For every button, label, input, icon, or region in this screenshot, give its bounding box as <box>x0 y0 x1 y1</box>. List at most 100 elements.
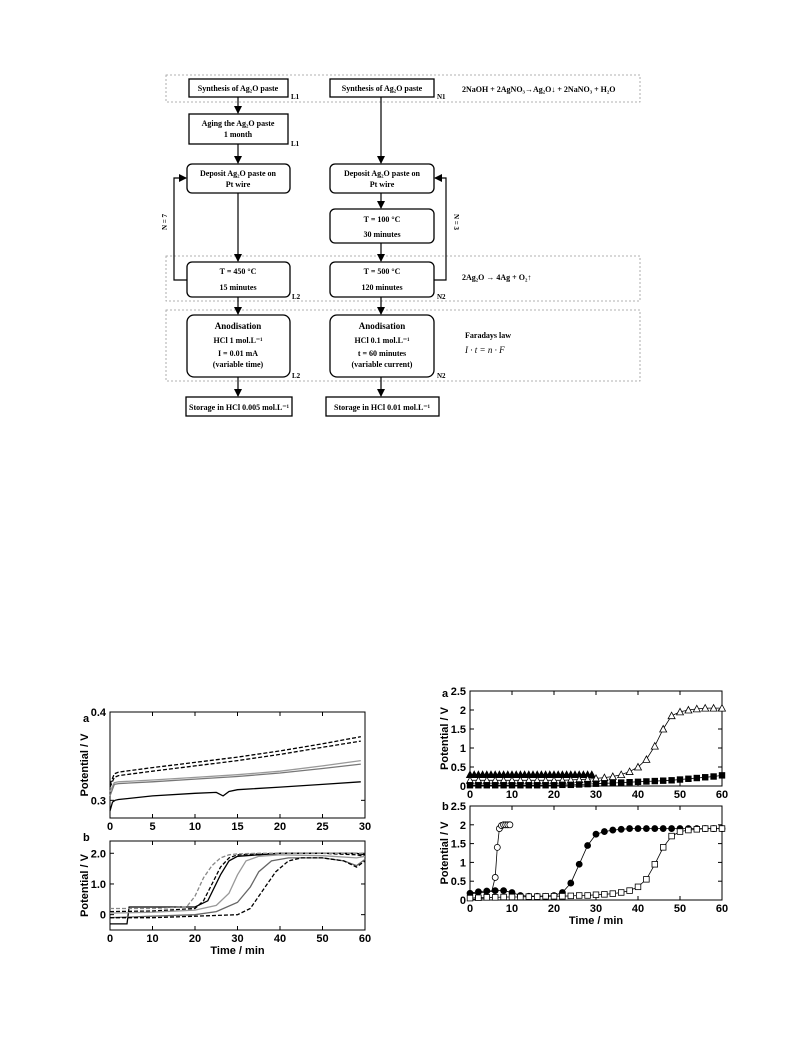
aging-box <box>188 113 289 145</box>
data-point <box>643 825 650 832</box>
series-line <box>109 740 361 788</box>
data-point <box>634 883 642 891</box>
data-point <box>718 772 726 779</box>
data-point <box>676 828 684 835</box>
data-point <box>491 887 499 894</box>
y-tick-label: 0 <box>460 781 466 793</box>
faraday-equation: I · t = n · F <box>464 345 505 355</box>
y-tick-label: 1 <box>460 857 466 869</box>
deposit-left-label-2: Pt wire <box>226 180 251 189</box>
faraday-title: Faradays law <box>465 331 511 340</box>
data-point <box>542 782 549 789</box>
x-tick-label: 0 <box>107 933 113 945</box>
data-point <box>500 782 507 789</box>
x-axis-label: Time / min <box>569 915 623 925</box>
data-point <box>550 782 558 789</box>
data-point <box>626 779 633 786</box>
right-synthesis-box <box>329 78 435 98</box>
y-tick-label: 0 <box>460 895 466 907</box>
data-point <box>702 774 709 781</box>
loop-arrow-right <box>434 174 447 281</box>
data-point <box>618 889 625 896</box>
panel-label-a: a <box>442 688 449 700</box>
data-point <box>608 772 617 780</box>
data-point <box>483 782 490 789</box>
x-tick-label: 30 <box>231 933 243 945</box>
data-point <box>675 707 685 716</box>
x-tick-label: 40 <box>632 789 644 801</box>
series-line <box>469 828 722 899</box>
data-point <box>575 860 583 868</box>
tag-left-synthesis: L1 <box>291 93 300 101</box>
x-tick-label: 5 <box>149 821 155 833</box>
x-tick-label: 0 <box>467 789 473 801</box>
data-point <box>626 825 633 832</box>
y-axis-label: Potential / V <box>439 706 451 770</box>
x-tick-label: 0 <box>107 821 113 833</box>
data-point <box>584 892 591 899</box>
data-point <box>475 782 482 789</box>
data-point <box>567 781 574 789</box>
data-point <box>659 724 668 733</box>
series-line <box>474 824 510 897</box>
x-tick-label: 50 <box>316 933 328 945</box>
data-point <box>491 782 499 789</box>
tag-right-synthesis: N1 <box>437 93 446 101</box>
tag-aging: L1 <box>291 140 300 148</box>
data-point <box>676 776 684 783</box>
loop-count-left: N = 7 <box>161 213 169 230</box>
data-point <box>500 893 507 901</box>
data-point <box>508 893 516 901</box>
data-point <box>525 782 532 789</box>
series-line <box>110 857 366 919</box>
x-tick-label: 60 <box>716 903 728 915</box>
y-tick-label: 1.0 <box>91 879 106 891</box>
data-point <box>576 781 583 788</box>
data-point <box>684 705 693 714</box>
data-point <box>534 893 541 900</box>
x-tick-label: 10 <box>506 903 518 915</box>
x-axis-label: Time / min <box>210 945 264 957</box>
data-point <box>609 826 617 834</box>
x-tick-label: 10 <box>506 789 518 801</box>
data-point <box>617 825 625 833</box>
pretreatment-label-1: T = 100 °C <box>364 215 401 224</box>
series-line <box>109 781 361 812</box>
x-tick-label: 10 <box>189 821 201 833</box>
reaction-decomposition: 2Ag₂O → 4Ag + O₂↑ <box>462 273 531 282</box>
data-point <box>592 830 600 838</box>
data-point <box>517 893 524 901</box>
deposit-left-label-1: Deposit Ag₂O paste on <box>200 169 277 178</box>
y-tick-label: 2.5 <box>451 686 466 698</box>
data-point <box>483 887 491 895</box>
data-point <box>717 703 727 712</box>
x-tick-label: 40 <box>274 933 286 945</box>
data-point <box>634 778 642 786</box>
data-point <box>567 879 575 887</box>
x-tick-label: 60 <box>716 789 728 801</box>
data-point <box>584 842 591 849</box>
anod-left-title: Anodisation <box>215 321 262 331</box>
anod-left-line-3: (variable time) <box>213 360 264 369</box>
data-point <box>493 843 501 851</box>
y-tick-label: 2.5 <box>451 801 466 813</box>
x-tick-label: 20 <box>189 933 201 945</box>
x-tick-label: 20 <box>548 789 560 801</box>
x-tick-label: 50 <box>674 903 686 915</box>
right-synthesis-label: Synthesis of Ag₂O paste <box>342 84 423 93</box>
storage-right-label: Storage in HCl 0.01 mol.L⁻¹ <box>334 403 431 412</box>
series-line <box>109 852 366 913</box>
data-point <box>466 894 474 902</box>
data-point <box>642 755 651 763</box>
heat-left-label-2: 15 minutes <box>219 283 256 292</box>
tag-anod-left: L2 <box>292 372 301 380</box>
data-point <box>592 891 600 898</box>
data-point <box>559 781 566 789</box>
data-point <box>651 825 659 832</box>
data-point <box>567 892 574 900</box>
anod-right-title: Anodisation <box>359 321 406 331</box>
data-point <box>660 777 667 784</box>
